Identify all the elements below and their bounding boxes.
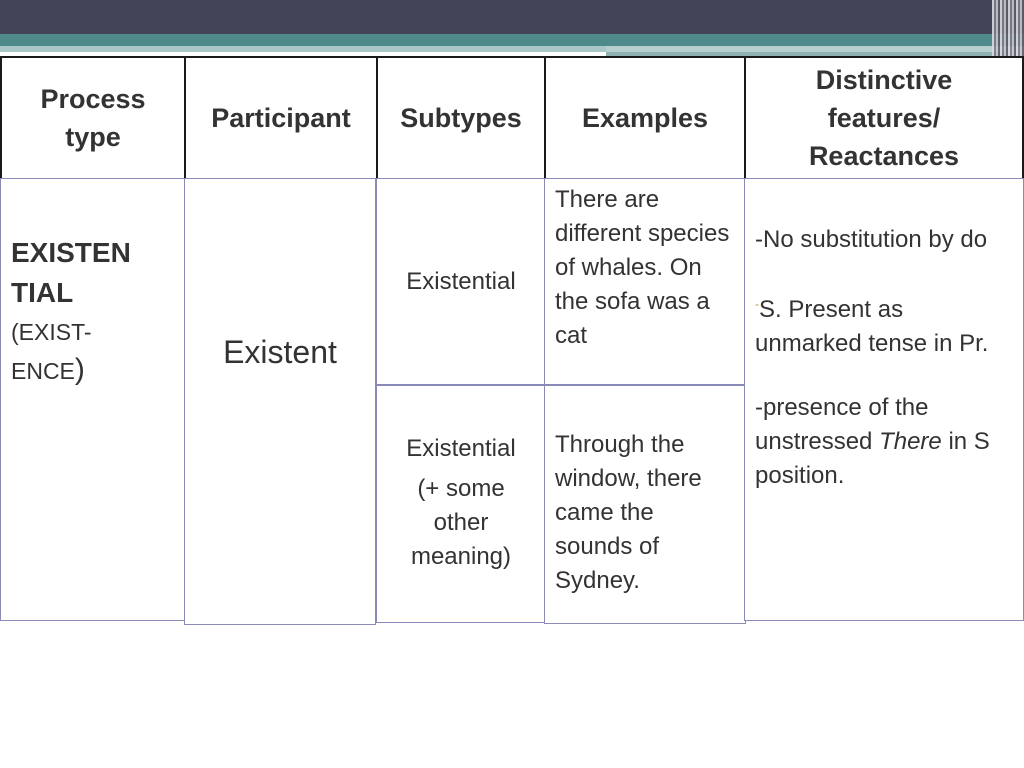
example-2-text: Through the window, there came the sound… [555,431,702,594]
banner-light [0,46,1024,52]
subtype-1-label: Existential [406,267,516,295]
feature-2-dash: - [755,297,759,311]
header-examples-label: Examples [581,103,709,133]
process-type-sub-close: ) [74,353,85,386]
feature-2: -S. Present as unmarked tense in Pr. [755,287,1013,361]
header-process-type-label: Process type [40,84,146,152]
header-subtypes: Subtypes [376,56,546,180]
cell-example-1: There are different species of whales. O… [544,178,746,385]
banner-teal [0,34,1024,46]
cell-subtype-2: Existential (+ some other meaning) [376,385,546,623]
header-participant: Participant [184,56,378,180]
participant-label: Existent [223,333,337,370]
feature-3-italic: There [879,428,942,455]
header-distinctive-label: Distinctive features/ Reactances [808,65,960,171]
process-type-sub: (EXIST-ENCE) [11,313,131,390]
cell-participant: Existent [184,178,376,625]
cell-example-2: Through the window, there came the sound… [544,385,746,624]
header-examples: Examples [544,56,746,180]
example-1-text: There are different species of whales. O… [555,186,730,349]
process-type-sub-open: (EXIST-ENCE [11,319,92,384]
cell-features: -No substitution by do -S. Present as un… [744,178,1024,621]
header-participant-label: Participant [211,103,351,133]
header-subtypes-label: Subtypes [400,103,522,133]
cell-process-type: EXISTEN TIAL (EXIST-ENCE) [0,178,186,621]
feature-3: -presence of the unstressed There in S p… [755,391,1013,493]
feature-3-after: in S position. [755,428,990,489]
feature-2-text: S. Present as unmarked tense in Pr. [755,296,989,357]
process-type-name: EXISTEN TIAL [11,237,131,308]
cell-subtype-1: Existential [376,178,546,385]
header-distinctive: Distinctive features/ Reactances [744,56,1024,180]
subtype-2-label: Existential [406,435,516,462]
banner-dark [0,0,1024,34]
subtype-2-extra: (+ some other meaning) [410,475,512,570]
feature-1: -No substitution by do [755,226,988,253]
feature-3-before: -presence of the unstressed [755,394,929,455]
header-process-type: Process type [0,56,186,180]
